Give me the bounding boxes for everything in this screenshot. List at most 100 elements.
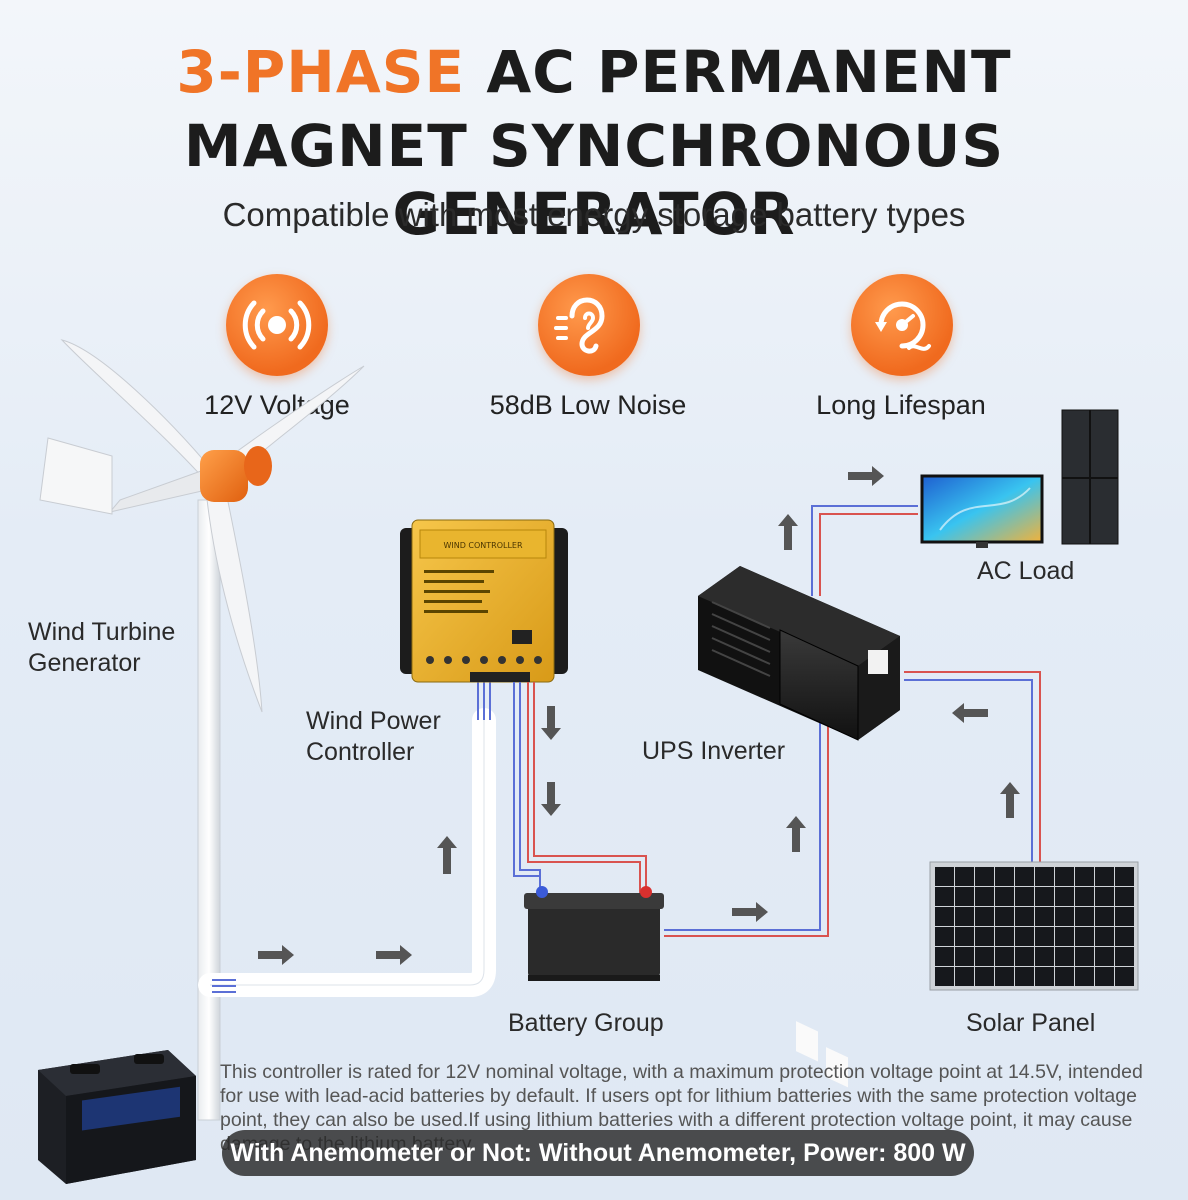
solar-cell xyxy=(995,907,1014,926)
solar-cell xyxy=(1015,927,1034,946)
turbine-label-line2: Generator xyxy=(28,649,141,677)
controller-label-line1: Wind Power xyxy=(306,707,441,735)
feature-label-noise: 58dB Low Noise xyxy=(489,390,687,420)
solar-cell xyxy=(1095,867,1114,886)
solar-cell xyxy=(935,867,954,886)
solar-cell xyxy=(935,907,954,926)
wind-turbine-generator xyxy=(39,339,365,1121)
page-subtitle: Compatible with most energy storage batt… xyxy=(222,196,966,233)
arrow-up xyxy=(1000,782,1020,818)
solar-cell xyxy=(1075,907,1094,926)
solar-cell xyxy=(975,967,994,986)
solar-cell xyxy=(995,867,1014,886)
solar-cell xyxy=(975,907,994,926)
solar-cell xyxy=(1035,947,1054,966)
solar-cell xyxy=(1035,887,1054,906)
turbine-blade-2 xyxy=(231,365,365,473)
arrow-up xyxy=(778,514,798,550)
solar-cell xyxy=(1095,907,1114,926)
solar-cell xyxy=(1055,927,1074,946)
ear-icon xyxy=(538,274,640,376)
solar-cell xyxy=(1095,947,1114,966)
solar-cell xyxy=(1035,867,1054,886)
ac-load-fridge xyxy=(1061,409,1119,545)
solar-cell xyxy=(1115,947,1134,966)
solar-cell xyxy=(1115,887,1134,906)
turbine-label: Wind Turbine Generator xyxy=(28,617,175,679)
controller-label: Wind Power Controller xyxy=(306,706,441,768)
solar-cell xyxy=(1115,967,1134,986)
solar-cell xyxy=(955,867,974,886)
arrow-left xyxy=(952,703,988,723)
solar-cell xyxy=(1055,947,1074,966)
solar-cell xyxy=(1115,907,1134,926)
ups-inverter xyxy=(698,566,900,1088)
solar-cell xyxy=(955,887,974,906)
arrow-right xyxy=(848,466,884,486)
solar-cell xyxy=(1055,907,1074,926)
solar-cell xyxy=(975,927,994,946)
lithium-battery-product xyxy=(38,1050,196,1184)
turbine-hub xyxy=(200,450,248,502)
solar-panel xyxy=(929,861,1139,991)
solar-cell xyxy=(1015,887,1034,906)
arrow-up xyxy=(786,816,806,852)
solar-cell xyxy=(995,927,1014,946)
spec-bar: With Anemometer or Not: Without Anemomet… xyxy=(222,1130,974,1176)
solar-cell xyxy=(975,867,994,886)
wind-power-controller: WIND CONTROLLER xyxy=(400,519,568,683)
solar-cell xyxy=(1055,967,1074,986)
solar-cell xyxy=(1015,907,1034,926)
page-title-line2: MAGNET SYNCHRONOUS GENERATOR xyxy=(183,112,1005,248)
solar-cell xyxy=(1035,967,1054,986)
title-rest: AC PERMANENT xyxy=(465,38,1012,106)
solar-cell xyxy=(955,947,974,966)
solar-cell xyxy=(995,967,1014,986)
solar-cell xyxy=(1015,867,1034,886)
solar-cell xyxy=(975,887,994,906)
solar-cell xyxy=(1075,947,1094,966)
solar-cell xyxy=(995,887,1014,906)
solar-cell xyxy=(1095,967,1114,986)
solar-cell xyxy=(1015,947,1034,966)
solar-cell xyxy=(1055,887,1074,906)
solar-cell xyxy=(1075,887,1094,906)
solar-cell xyxy=(1015,967,1034,986)
solar-cell xyxy=(1075,927,1094,946)
solar-cell xyxy=(995,947,1014,966)
inverter-label: UPS Inverter xyxy=(642,737,786,765)
ac-load-label: AC Load xyxy=(977,557,1075,585)
solar-cell xyxy=(1035,927,1054,946)
controller-label-line2: Controller xyxy=(306,738,415,766)
lifespan-cycle-icon xyxy=(851,274,953,376)
arrow-down xyxy=(541,782,561,816)
solar-cell xyxy=(935,967,954,986)
solar-cell xyxy=(1095,887,1114,906)
turbine-label-line1: Wind Turbine xyxy=(28,618,176,646)
controller-faceplate-text: WIND CONTROLLER xyxy=(443,541,523,550)
battery-group-label: Battery Group xyxy=(508,1009,664,1037)
turbine-tail-vane xyxy=(39,437,113,515)
solar-cell xyxy=(955,927,974,946)
arrow-right xyxy=(258,945,294,965)
solar-cell xyxy=(1115,867,1134,886)
arrow-down xyxy=(541,706,561,740)
solar-panel-label: Solar Panel xyxy=(966,1009,1096,1037)
solar-cell xyxy=(935,927,954,946)
ac-load-tv xyxy=(920,474,1044,548)
solar-cell xyxy=(955,907,974,926)
solar-cell xyxy=(975,947,994,966)
solar-cell xyxy=(935,887,954,906)
solar-cell xyxy=(1115,927,1134,946)
arrow-up xyxy=(437,836,457,874)
solar-cell xyxy=(1035,907,1054,926)
controller-note: This controller is rated for 12V nominal… xyxy=(220,1061,1143,1155)
solar-cell xyxy=(1075,867,1094,886)
solar-cell xyxy=(955,967,974,986)
arrow-right xyxy=(376,945,412,965)
solar-cell xyxy=(1095,927,1114,946)
turbine-blade-3 xyxy=(205,481,263,713)
solar-cell xyxy=(1055,867,1074,886)
flow-arrows xyxy=(258,466,1020,965)
page-title: 3-PHASE AC PERMANENT xyxy=(0,38,1188,106)
